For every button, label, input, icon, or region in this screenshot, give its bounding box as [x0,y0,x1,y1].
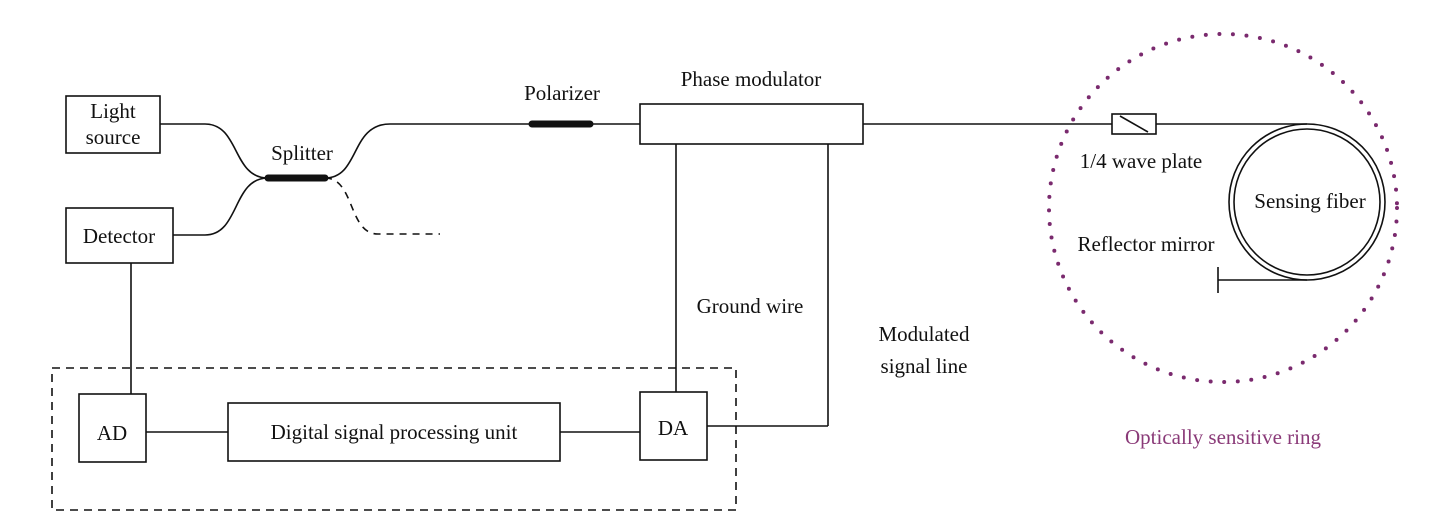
polarizer-block: Polarizer [524,81,640,128]
da-block: DA [639,391,708,461]
splitter-label: Splitter [271,141,333,165]
polarizer-label: Polarizer [524,81,600,105]
da-label: DA [658,416,689,440]
ad-label: AD [97,421,127,445]
reflector-mirror: Reflector mirror [1077,232,1307,293]
quarter-wave-plate-label: 1/4 wave plate [1080,149,1202,173]
modulator-wires: Ground wire Modulated signal line [675,144,970,427]
ad-block: AD [78,393,147,463]
phase-modulator-block: Phase modulator [639,67,864,145]
electronics-enclosure [51,367,737,511]
sensing-fiber-label: Sensing fiber [1254,189,1365,213]
sensing-fiber-coil: Sensing fiber [1228,123,1386,281]
quarter-wave-plate: 1/4 wave plate [1080,113,1307,173]
unused-splitter-port [324,177,440,235]
phase-modulator-label: Phase modulator [681,67,822,91]
modulated-signal-label-line2: signal line [881,354,968,378]
dsp-block: Digital signal processing unit [227,402,561,462]
detector-label: Detector [83,224,155,248]
light-source-block: Light source [65,95,161,154]
optically-sensitive-ring [1047,32,1399,384]
light-source-label-line2: source [86,125,141,149]
modulated-signal-label-line1: Modulated [879,322,970,346]
reflector-mirror-label: Reflector mirror [1077,232,1214,256]
splitter-fibers: Splitter [160,123,532,236]
dsp-label: Digital signal processing unit [271,420,518,444]
ground-wire-label: Ground wire [697,294,804,318]
ring-caption: Optically sensitive ring [1125,425,1321,449]
light-source-label-line1: Light [90,99,136,123]
detector-block: Detector [65,207,174,264]
